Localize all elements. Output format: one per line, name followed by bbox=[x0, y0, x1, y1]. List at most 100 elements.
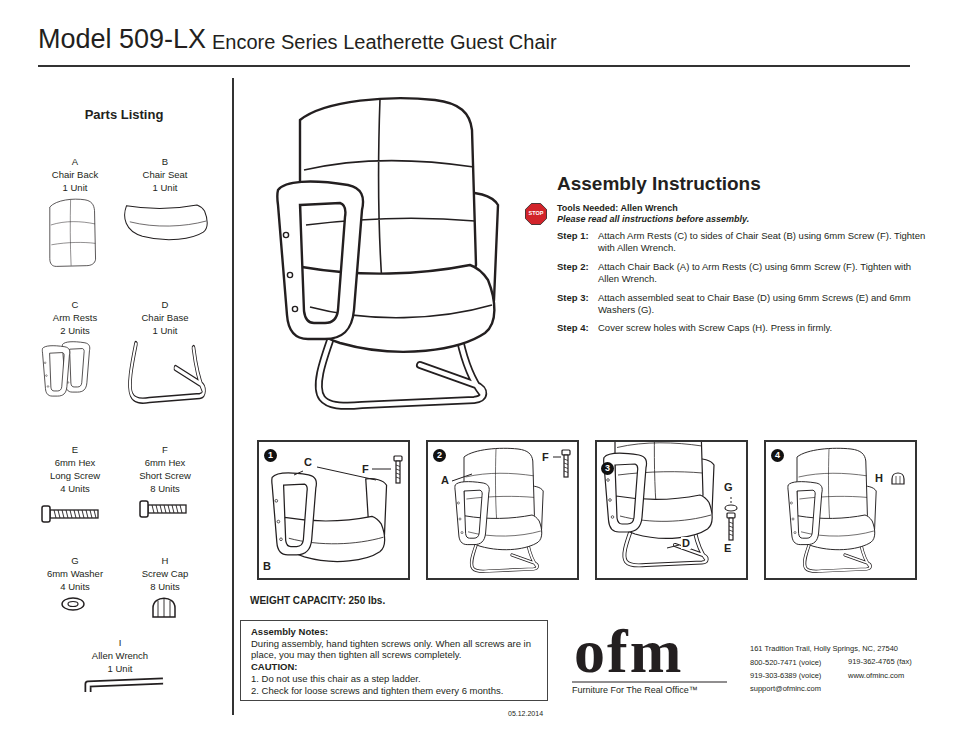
part-quantity: 1 Unit bbox=[130, 181, 200, 194]
step-label: Step 4: bbox=[557, 322, 589, 334]
callout-letter: B bbox=[262, 560, 272, 572]
phone: 800-520-7471 (voice) bbox=[750, 658, 821, 667]
part-letter: E bbox=[40, 443, 110, 456]
section-heading: Parts Listing bbox=[64, 107, 184, 123]
company-logo: ofm bbox=[574, 620, 683, 682]
title-rule bbox=[38, 66, 910, 67]
part-short-screw bbox=[148, 505, 186, 513]
step-label: Step 1: bbox=[557, 230, 589, 242]
part-screw-cap bbox=[153, 598, 175, 617]
part-letter: A bbox=[40, 155, 110, 168]
part-name: Chair Seat bbox=[130, 168, 200, 181]
step4-illustration bbox=[896, 476, 900, 484]
step-panel: FA2 bbox=[426, 440, 579, 580]
callout-letter: F bbox=[541, 451, 550, 463]
caution-heading: CAUTION: bbox=[251, 661, 537, 672]
part-letter: B bbox=[130, 155, 200, 168]
part-quantity: 1 Unit bbox=[130, 324, 200, 337]
part-allen-wrench bbox=[88, 681, 163, 692]
part-short-screw bbox=[140, 501, 186, 517]
callout-letter: G bbox=[723, 481, 734, 493]
part-allen-wrench bbox=[88, 681, 163, 692]
part-letter: G bbox=[40, 554, 110, 567]
step-text: Attach Chair Back (A) to Arm Rests (C) u… bbox=[598, 261, 928, 285]
step-number: 4 bbox=[775, 451, 780, 460]
part-quantity: 4 Units bbox=[40, 482, 110, 495]
step3-illustration bbox=[727, 513, 735, 540]
step-label: Step 3: bbox=[557, 292, 589, 304]
step-panel: CFB1 bbox=[257, 440, 410, 580]
column-divider bbox=[233, 78, 234, 715]
step4-illustration bbox=[788, 448, 876, 571]
notes-heading: Assembly Notes: bbox=[251, 626, 537, 637]
step2-illustration bbox=[455, 448, 543, 571]
step1-illustration bbox=[272, 473, 387, 562]
part-long-screw bbox=[54, 510, 96, 518]
section-heading: Assembly Instructions bbox=[557, 173, 761, 196]
step3-illustration bbox=[667, 545, 679, 548]
step3-illustration bbox=[604, 442, 714, 565]
caution-item: 1. Do not use this chair as a step ladde… bbox=[251, 673, 537, 684]
stop-octagon bbox=[526, 204, 547, 225]
step2-illustration bbox=[562, 450, 570, 477]
address: 161 Tradition Trail, Holly Springs, NC, … bbox=[750, 644, 898, 653]
weight-capacity: WEIGHT CAPACITY: 250 lbs. bbox=[250, 595, 385, 607]
step-panel: GDE3 bbox=[595, 440, 748, 580]
part-quantity: 8 Units bbox=[130, 482, 200, 495]
part-quantity: 8 Units bbox=[130, 580, 200, 593]
part-chair-base bbox=[130, 344, 204, 401]
email: support@ofminc.com bbox=[750, 684, 821, 693]
part-name: Chair Back bbox=[40, 168, 110, 181]
chair-illustration bbox=[277, 98, 498, 406]
caution-item: 2. Check for loose screws and tighten th… bbox=[251, 685, 537, 696]
part-quantity: 2 Units bbox=[40, 324, 110, 337]
website: www.ofminc.com bbox=[848, 671, 904, 680]
part-name: Allen Wrench bbox=[85, 649, 155, 662]
step3-illustration bbox=[725, 505, 737, 511]
step1-illustration bbox=[394, 456, 402, 483]
callout-letter: D bbox=[681, 537, 691, 549]
notes-box: Assembly Notes:During assembly, hand tig… bbox=[240, 620, 548, 701]
step2-illustration bbox=[562, 450, 570, 477]
step2-illustration bbox=[455, 448, 543, 571]
fax: 919-362-4765 (fax) bbox=[848, 657, 912, 666]
part-name: Arm Rests bbox=[40, 311, 110, 324]
step-text: Attach Arm Rests (C) to sides of Chair S… bbox=[598, 230, 928, 254]
part-long-screw bbox=[50, 510, 98, 518]
part-screw-cap bbox=[158, 598, 170, 617]
step-number-badge: 4 bbox=[771, 449, 784, 462]
step1-illustration bbox=[294, 467, 391, 480]
stop-text: STOP bbox=[529, 211, 544, 217]
step1-illustration bbox=[272, 456, 402, 562]
company-tagline: Furniture For The Real Office™ bbox=[572, 685, 698, 696]
step-number: 3 bbox=[605, 464, 610, 473]
part-arm-rests bbox=[42, 342, 89, 396]
step3-illustration bbox=[731, 497, 732, 504]
part-chair-back bbox=[50, 199, 96, 266]
column-divider bbox=[232, 78, 234, 715]
part-quantity: 1 Unit bbox=[85, 662, 155, 675]
step-text: Attach assembled seat to Chair Base (D) … bbox=[598, 292, 928, 316]
part-letter: F bbox=[130, 443, 200, 456]
chair-illustration bbox=[277, 98, 498, 406]
part-washer bbox=[62, 598, 84, 610]
phone: 919-303-6389 (voice) bbox=[750, 671, 821, 680]
step3-illustration bbox=[604, 442, 714, 565]
callout-letter: F bbox=[361, 463, 370, 475]
part-letter: H bbox=[130, 554, 200, 567]
part-quantity: 4 Units bbox=[40, 580, 110, 593]
step4-illustration bbox=[788, 448, 876, 571]
part-name: 6mm Hex Short Screw bbox=[137, 456, 193, 482]
part-chair-seat bbox=[125, 205, 208, 240]
step3-illustration bbox=[604, 442, 737, 565]
step2-illustration bbox=[452, 448, 570, 571]
part-quantity: 1 Unit bbox=[40, 181, 110, 194]
part-washer bbox=[68, 602, 78, 607]
part-chair-seat bbox=[125, 205, 208, 240]
part-chair-back bbox=[50, 199, 96, 266]
part-long-screw bbox=[42, 506, 50, 522]
step-label: Step 2: bbox=[557, 261, 589, 273]
notes-body: During assembly, hand tighten screws onl… bbox=[251, 638, 537, 660]
part-short-screw bbox=[152, 505, 182, 513]
